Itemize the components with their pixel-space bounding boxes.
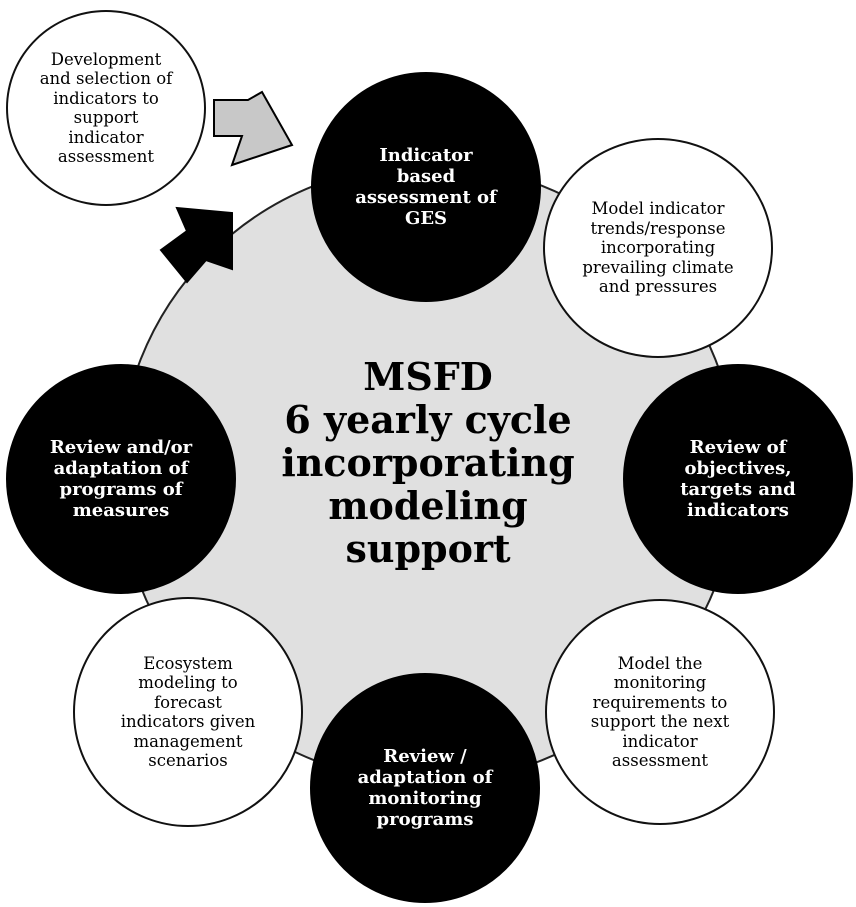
node-model-monitoring: Model the monitoring requirements to sup… xyxy=(545,599,775,825)
start-node: Development and selection of indicators … xyxy=(6,10,206,206)
node-label: Model the monitoring requirements to sup… xyxy=(590,653,730,771)
center-title-line: modeling xyxy=(328,483,528,528)
center-title-line: incorporating xyxy=(281,440,575,485)
node-review-programs: Review and/or adaptation of programs of … xyxy=(6,364,236,594)
black-block-arrow-icon xyxy=(159,206,233,284)
node-model-indicator-trends: Model indicator trends/response incorpor… xyxy=(543,138,773,358)
center-title-line: 6 yearly cycle xyxy=(284,397,572,442)
node-label: Ecosystem modeling to forecast indicator… xyxy=(120,653,256,771)
node-label: Model indicator trends/response incorpor… xyxy=(582,199,734,297)
node-label: Review of objectives, targets and indica… xyxy=(680,437,796,521)
node-ecosystem-modeling: Ecosystem modeling to forecast indicator… xyxy=(73,597,303,827)
node-label: Review and/or adaptation of programs of … xyxy=(49,437,193,521)
start-node-label: Development and selection of indicators … xyxy=(39,49,173,167)
node-label: Indicator based assessment of GES xyxy=(355,145,497,229)
node-review-monitoring: Review / adaptation of monitoring progra… xyxy=(310,673,540,903)
center-title: MSFD 6 yearly cycle incorporating modeli… xyxy=(248,355,608,570)
node-label: Review / adaptation of monitoring progra… xyxy=(357,746,493,830)
center-title-line: MSFD xyxy=(363,354,493,399)
node-review-objectives: Review of objectives, targets and indica… xyxy=(623,364,853,594)
gray-block-arrow-icon xyxy=(213,90,294,167)
node-indicator-assessment: Indicator based assessment of GES xyxy=(311,72,541,302)
center-title-line: support xyxy=(345,526,511,571)
